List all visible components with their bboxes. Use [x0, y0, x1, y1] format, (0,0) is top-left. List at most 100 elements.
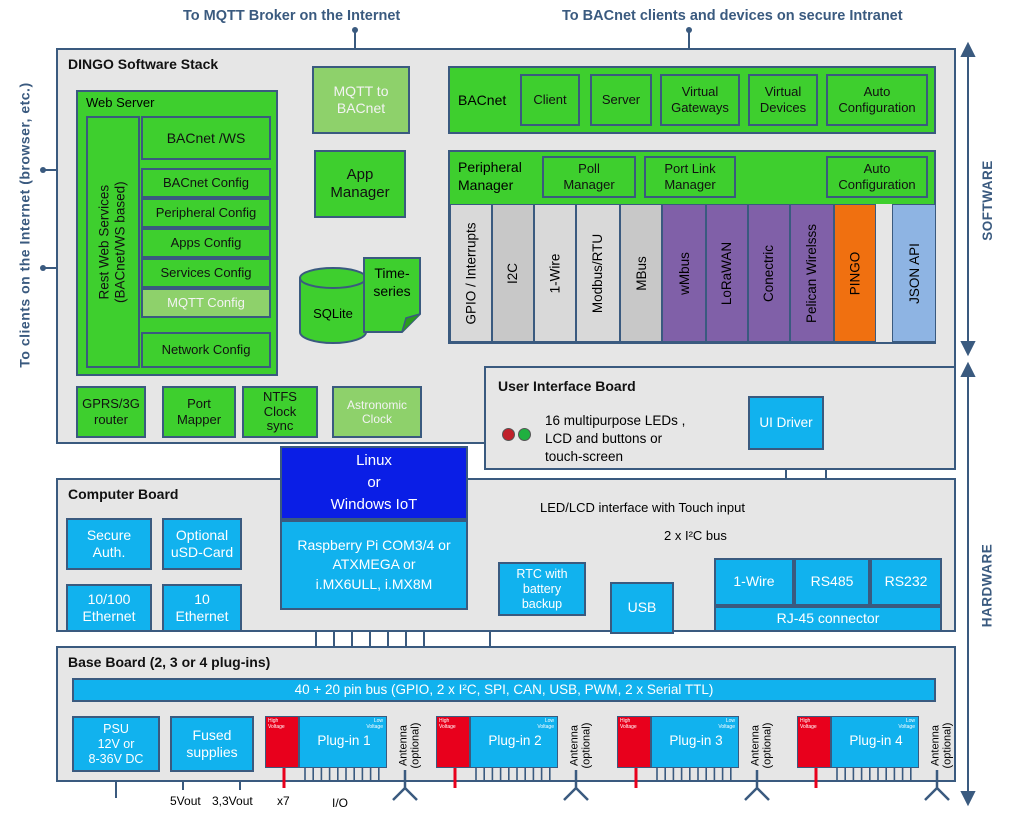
plugin-name: Plug-in 2: [488, 733, 542, 748]
cpu-box: Raspberry Pi COM3/4 or ATXMEGA or i.MX6U…: [280, 520, 468, 610]
mqtt-config: MQTT Config: [141, 288, 271, 318]
high-voltage-section: High Voltage: [436, 716, 470, 768]
rtc-battery: RTC with battery backup: [498, 562, 586, 616]
protocol-pingo: PINGO: [834, 204, 876, 342]
protocol-pelican: Pelican Wirelsss: [790, 204, 834, 342]
antenna-icon: [392, 770, 418, 801]
protocol-i2c: I2C: [492, 204, 534, 342]
timeseries-label: Time- series: [373, 265, 411, 300]
clients-side-label: To clients on the Internet (browser, etc…: [17, 82, 34, 368]
protocol-gap: [876, 204, 892, 342]
vout-3v3-label: 3,3Vout: [212, 794, 253, 808]
antenna-icon: [924, 770, 950, 801]
rs232-port: RS232: [870, 558, 942, 606]
secure-auth: Secure Auth.: [66, 518, 152, 570]
ethernet-10: 10 Ethernet: [162, 584, 242, 632]
gprs-router: GPRS/3G router: [76, 386, 146, 438]
protocol-conectric: Conectric: [748, 204, 790, 342]
app-manager: App Manager: [314, 150, 406, 218]
plugin-pins: [282, 768, 418, 801]
protocol-wmbus: wMbus: [662, 204, 706, 342]
pin-bus: 40 + 20 pin bus (GPIO, 2 x I²C, SPI, CAN…: [72, 678, 936, 702]
software-stack-title: DINGO Software Stack: [68, 56, 219, 72]
protocol-modbus: Modbus/RTU: [576, 204, 620, 342]
bacnet-server: Server: [590, 74, 652, 126]
rs485-port: RS485: [794, 558, 870, 606]
protocol-lorawan: LoRaWAN: [706, 204, 748, 342]
network-config: Network Config: [141, 332, 271, 368]
ui-board-title: User Interface Board: [498, 378, 636, 394]
led-lcd-interface-label: LED/LCD interface with Touch input: [540, 500, 745, 515]
antenna-icon: [563, 770, 589, 801]
rj45-connector: RJ-45 connector: [714, 606, 942, 632]
ui-board-panel: [484, 366, 956, 470]
base-board-title: Base Board (2, 3 or 4 plug-ins): [68, 654, 271, 670]
timeseries-note-icon: [363, 257, 421, 333]
plugin-name: Plug-in 1: [317, 733, 371, 748]
onewire-port: 1-Wire: [714, 558, 794, 606]
protocol-json-api: JSON API: [892, 204, 936, 342]
hardware-side-label: HARDWARE: [979, 543, 995, 627]
mqtt-broker-heading: To MQTT Broker on the Internet: [183, 8, 401, 24]
io-label: I/O: [332, 796, 349, 810]
os-box: Linux or Windows IoT: [280, 446, 468, 520]
virtual-devices: Virtual Devices: [748, 74, 818, 126]
low-voltage-label: Low Voltage: [537, 718, 554, 730]
low-voltage-label: Low Voltage: [898, 718, 915, 730]
peripheral-auto-config: Auto Configuration: [826, 156, 928, 198]
low-voltage-label: Low Voltage: [366, 718, 383, 730]
high-voltage-section: High Voltage: [797, 716, 831, 768]
peripheral-manager-label: Peripheral Manager: [458, 159, 522, 194]
i2c-bus-label: 2 x I²C bus: [664, 528, 727, 543]
plugin-pins: [453, 768, 589, 801]
bacnet-client: Client: [520, 74, 580, 126]
apps-config: Apps Config: [141, 228, 271, 258]
ethernet-10-100: 10/100 Ethernet: [66, 584, 152, 632]
high-voltage-section: High Voltage: [265, 716, 299, 768]
software-side-label: SOFTWARE: [979, 159, 995, 241]
peripheral-config: Peripheral Config: [141, 198, 271, 228]
port-link-manager: Port Link Manager: [644, 156, 736, 198]
antenna-icon: [744, 770, 770, 801]
leds-description: 16 multipurpose LEDs , LCD and buttons o…: [545, 413, 686, 465]
computer-board-title: Computer Board: [68, 486, 179, 502]
bacnet-auto-config: Auto Configuration: [826, 74, 928, 126]
web-server-title: Web Server: [86, 95, 155, 110]
sqlite-database-icon: [299, 267, 367, 344]
bacnet-ws: BACnet /WS: [141, 116, 271, 160]
bacnet-config: BACnet Config: [141, 168, 271, 198]
plugin-pins: [634, 768, 770, 801]
rest-web-services: Rest Web Services (BACnet/WS based): [86, 116, 140, 368]
protocol-mbus: MBus: [620, 204, 662, 342]
plugin-name: Plug-in 4: [849, 733, 903, 748]
psu: PSU 12V or 8-36V DC: [72, 716, 160, 772]
plugin-pins: [814, 768, 950, 801]
plugin-name: Plug-in 3: [669, 733, 723, 748]
astronomic-clock: Astronomic Clock: [332, 386, 422, 438]
bacnet-label: BACnet: [458, 92, 507, 108]
protocol-1wire: 1-Wire: [534, 204, 576, 342]
mqtt-to-bacnet: MQTT to BACnet: [312, 66, 410, 134]
protocol-gpio: GPIO / Interrupts: [450, 204, 492, 342]
ntfs-clock-sync: NTFS Clock sync: [242, 386, 318, 438]
fused-supplies: Fused supplies: [170, 716, 254, 772]
vout-5v-label: 5Vout: [170, 794, 201, 808]
green-led-icon: [518, 428, 531, 441]
port-mapper: Port Mapper: [162, 386, 236, 438]
usd-card: Optional uSD-Card: [162, 518, 242, 570]
bacnet-clients-heading: To BACnet clients and devices on secure …: [562, 8, 903, 24]
sqlite-label: SQLite: [313, 306, 353, 321]
high-voltage-section: High Voltage: [617, 716, 651, 768]
ui-driver: UI Driver: [748, 396, 824, 450]
low-voltage-label: Low Voltage: [718, 718, 735, 730]
usb-port: USB: [610, 582, 674, 634]
poll-manager: Poll Manager: [542, 156, 636, 198]
x7-label: x7: [277, 794, 290, 808]
